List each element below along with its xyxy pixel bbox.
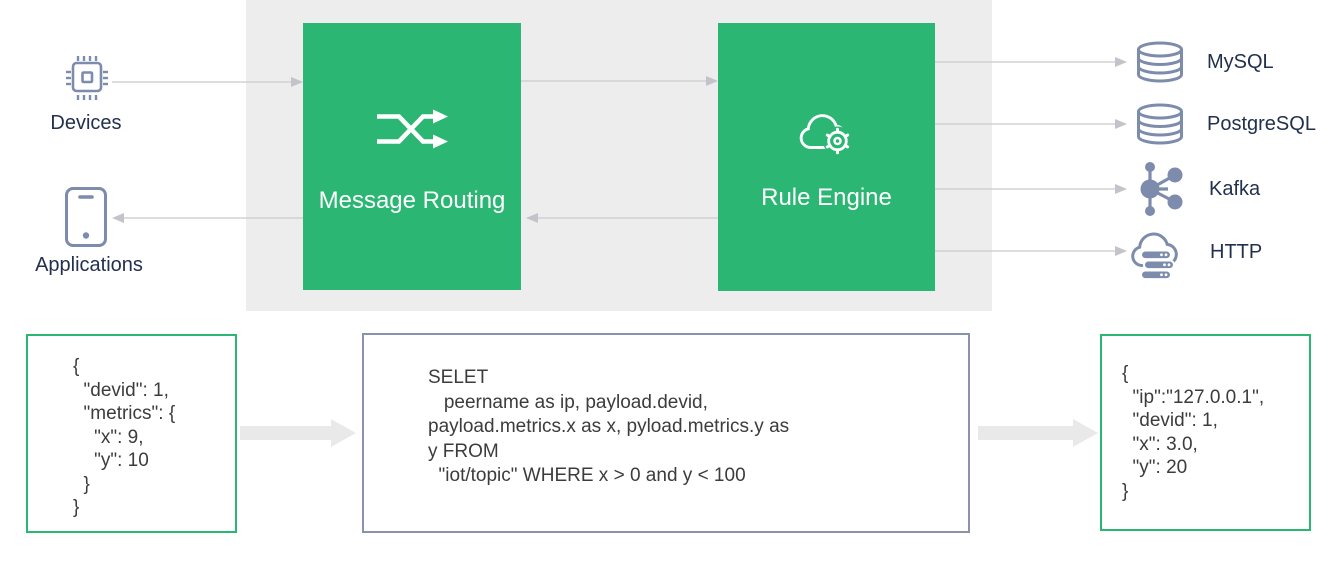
postgresql-label: PostgreSQL xyxy=(1207,112,1316,135)
thick-arrow-input-to-sql xyxy=(240,419,356,447)
kafka-icon xyxy=(1140,162,1183,216)
devices-label: Devices xyxy=(50,112,122,134)
thick-arrow-sql-to-output xyxy=(978,419,1098,447)
mysql-label: MySQL xyxy=(1207,50,1274,73)
output-json-box: { "ip":"127.0.0.1", "devid": 1, "x": 3.0… xyxy=(1100,334,1311,531)
message-routing-label: Message Routing xyxy=(318,187,506,214)
kafka-label: Kafka xyxy=(1209,177,1261,200)
block-rule-engine: Rule Engine xyxy=(718,23,935,291)
database-icon xyxy=(1137,103,1183,145)
output-kafka: Kafka xyxy=(1133,160,1260,218)
chip-icon xyxy=(66,56,108,100)
block-message-routing: Message Routing xyxy=(303,23,521,290)
http-label: HTTP xyxy=(1210,240,1263,263)
applications-label: Applications xyxy=(35,254,143,276)
output-http: HTTP xyxy=(1130,225,1262,279)
input-json-box: { "devid": 1, "metrics": { "x": 9, "y": … xyxy=(26,334,237,533)
sql-query-box: SELET peername as ip, payload.devid, pay… xyxy=(362,333,970,533)
rule-engine-label: Rule Engine xyxy=(761,184,892,211)
phone-icon xyxy=(65,187,107,247)
cloud-gear-icon xyxy=(799,114,852,156)
output-postgresql: PostgreSQL xyxy=(1135,103,1316,145)
output-mysql: MySQL xyxy=(1135,41,1274,83)
shuffle-icon xyxy=(377,109,448,149)
cloud-server-icon xyxy=(1131,232,1178,279)
database-icon xyxy=(1137,41,1183,83)
